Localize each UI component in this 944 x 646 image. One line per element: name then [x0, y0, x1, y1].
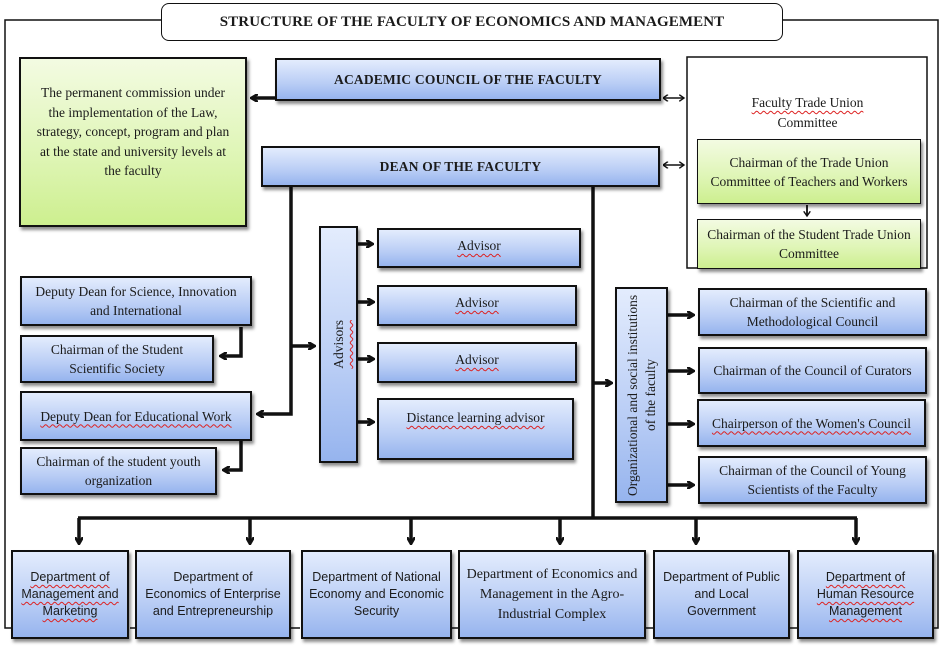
department-box: Department of Economics of Enterprise an…: [135, 550, 291, 639]
department-box: Department of Human Resource Management: [797, 550, 934, 639]
institution-box: Chairman of the Council of Curators: [698, 347, 927, 394]
advisor-text: Advisor: [455, 295, 499, 310]
advisor-box: Advisor: [377, 228, 581, 268]
student-union-chairman-box: Chairman of the Student Trade Union Comm…: [697, 219, 921, 269]
institution-box: Chairman of the Council of Young Scienti…: [698, 456, 927, 504]
department-box: Department of Public and Local Governmen…: [653, 550, 790, 639]
department-text: Department of Management and Marketing: [21, 570, 119, 618]
advisor-box: Advisor: [377, 285, 577, 326]
department-box: Department of Management and Marketing: [11, 550, 129, 639]
student-scientific-society-box: Chairman of the Student Scientific Socie…: [20, 335, 214, 383]
institution-text: Chairperson of the Women's Council: [711, 415, 912, 431]
distance-learning-advisor-box: Distance learning advisor: [377, 398, 574, 460]
deputy-dean-educational-text: Deputy Dean for Educational Work: [40, 408, 232, 424]
deputy-dean-science-box: Deputy Dean for Science, Innovation and …: [20, 276, 252, 326]
dean-label: DEAN OF THE FACULTY: [379, 159, 542, 174]
department-box: Department of Economics and Management i…: [458, 550, 646, 639]
trade-union-title-line1: Faculty Trade Union: [751, 95, 864, 110]
advisors-group-box: Advisors: [319, 226, 358, 463]
advisor-box: Advisor: [377, 342, 577, 383]
advisors-group-label: Advisors: [331, 320, 346, 369]
student-union-chairman-text: Chairman of the Student Trade Union Comm…: [707, 227, 911, 261]
permanent-commission-text: The permanent commission under the imple…: [36, 85, 230, 179]
department-text: Department of Economics of Enterprise an…: [145, 570, 281, 618]
department-text: Department of Economics and Management i…: [466, 566, 638, 622]
institution-box: Chairman of the Scientific and Methodolo…: [698, 288, 927, 336]
deputy-dean-educational-box: Deputy Dean for Educational Work: [20, 391, 252, 441]
institution-box: Chairperson of the Women's Council: [697, 399, 926, 447]
department-text: Department of Public and Local Governmen…: [663, 570, 780, 618]
permanent-commission-box: The permanent commission under the imple…: [19, 57, 247, 227]
department-text: Department of Human Resource Management: [816, 570, 915, 618]
academic-council-label: ACADEMIC COUNCIL OF THE FACULTY: [334, 72, 602, 87]
advisor-text: Advisor: [457, 238, 501, 253]
student-youth-org-text: Chairman of the student youth organizati…: [36, 454, 201, 488]
advisor-text: Advisor: [455, 352, 499, 367]
teachers-union-chairman-text: Chairman of the Trade Union Committee of…: [710, 154, 908, 189]
institutions-group-box: Organizational and social institutions o…: [615, 287, 668, 503]
institutions-group-label: Organizational and social institutions o…: [624, 294, 658, 496]
student-scientific-society-text: Chairman of the Student Scientific Socie…: [50, 342, 184, 376]
institution-text: Chairman of the Scientific and Methodolo…: [729, 295, 896, 329]
institution-text: Chairman of the Council of Young Scienti…: [719, 463, 906, 497]
distance-learning-advisor-text: Distance learning advisor: [406, 410, 545, 425]
trade-union-title-line2: Committee: [777, 115, 838, 130]
dean-box: DEAN OF THE FACULTY: [261, 146, 660, 187]
dean-left-trunk: [258, 187, 293, 414]
deputy-dean-science-text: Deputy Dean for Science, Innovation and …: [35, 284, 237, 318]
department-text: Department of National Economy and Econo…: [309, 570, 444, 618]
teachers-union-chairman-box: Chairman of the Trade Union Committee of…: [697, 139, 921, 204]
diagram-title: STRUCTURE OF THE FACULTY OF ECONOMICS AN…: [161, 3, 783, 41]
trade-union-title: Faculty Trade Union Committee: [695, 93, 920, 133]
institution-text: Chairman of the Council of Curators: [713, 363, 912, 378]
academic-council-box: ACADEMIC COUNCIL OF THE FACULTY: [275, 58, 661, 101]
student-youth-org-box: Chairman of the student youth organizati…: [20, 447, 217, 495]
department-box: Department of National Economy and Econo…: [301, 550, 452, 639]
